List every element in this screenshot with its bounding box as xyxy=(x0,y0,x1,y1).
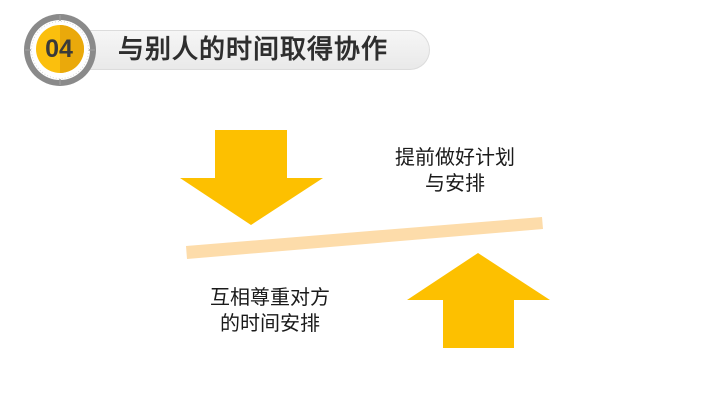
page-title: 与别人的时间取得协作 xyxy=(118,35,389,65)
caption-line: 提前做好计划 xyxy=(395,145,515,169)
section-number-badge xyxy=(24,14,96,86)
caption-line: 的时间安排 xyxy=(220,311,320,335)
title-banner xyxy=(84,30,430,70)
balance-bar xyxy=(186,217,543,259)
up-arrow-icon xyxy=(407,253,550,348)
down-arrow-icon xyxy=(180,130,323,225)
caption-line: 与安排 xyxy=(425,171,485,195)
caption-respect-time: 互相尊重对方 的时间安排 xyxy=(195,284,345,336)
badge-tick-marks xyxy=(25,15,95,85)
caption-line: 互相尊重对方 xyxy=(210,285,330,309)
caption-plan-ahead: 提前做好计划 与安排 xyxy=(380,144,530,196)
section-number: 04 xyxy=(45,35,73,63)
